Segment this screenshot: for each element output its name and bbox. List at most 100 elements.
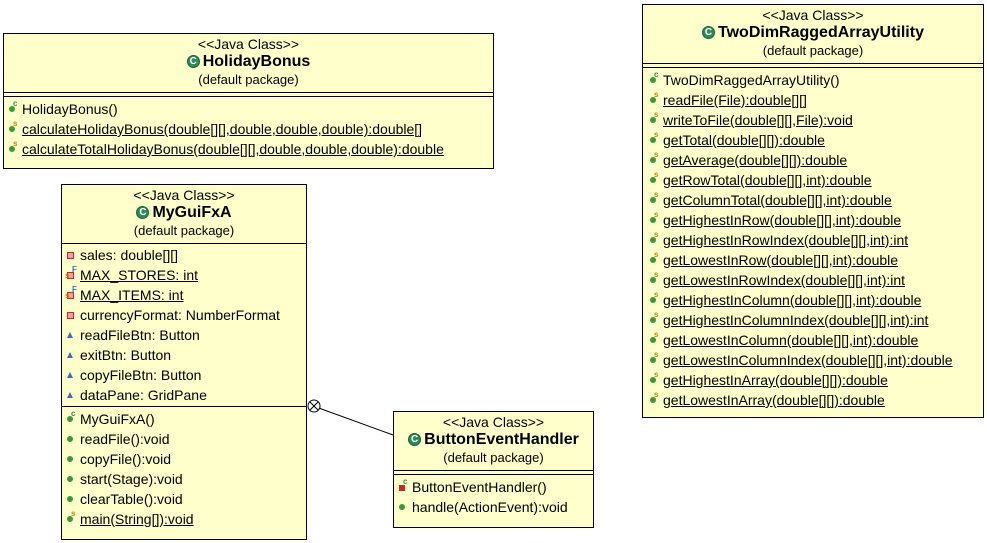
class-icon: C (186, 55, 200, 69)
package-label: (default package) (762, 43, 864, 58)
package-label: (default package) (443, 450, 544, 465)
public-static-method-icon: s (648, 391, 663, 407)
class-name: ButtonEventHandler (424, 431, 579, 448)
field-row: readFileBtn: Button (65, 325, 306, 345)
public-static-method-icon: s (648, 291, 663, 307)
method-row: readFile():void (65, 429, 306, 449)
public-static-method-icon: s (648, 191, 663, 207)
method-row: copyFile():void (65, 449, 306, 469)
stereotype-label: <<Java Class>> (442, 414, 545, 430)
public-constructor-icon: c (65, 410, 80, 426)
class-icon: C (702, 26, 716, 40)
field-row: dataPane: GridPane (65, 385, 306, 405)
connector-line (315, 406, 394, 436)
public-static-method-icon: s (648, 131, 663, 147)
public-method-icon (65, 452, 80, 466)
field-row: sales: double[][] (65, 245, 306, 265)
package-field-icon (65, 388, 80, 402)
public-constructor-icon: c (7, 100, 22, 116)
public-static-method-icon: s (7, 120, 22, 136)
public-static-method-icon: s (648, 251, 663, 267)
method-row: clearTable():void (65, 489, 306, 509)
field-row: copyFileBtn: Button (65, 365, 306, 385)
private-field-icon (65, 308, 80, 322)
class-name: MyGuiFxA (152, 204, 232, 221)
package-field-icon (65, 348, 80, 362)
private-field-icon (65, 248, 80, 262)
public-static-method-icon: s (648, 211, 663, 227)
public-static-method-icon: s (7, 140, 22, 156)
attributes-compartment (4, 92, 493, 97)
public-static-method-icon: s (648, 231, 663, 247)
private-constructor-icon: c (397, 478, 412, 494)
package-label: (default package) (198, 72, 299, 87)
attributes-compartment (643, 63, 983, 68)
public-method-icon (397, 500, 412, 514)
public-static-method-icon: s (648, 151, 663, 167)
class-name: TwoDimRaggedArrayUtility (718, 24, 924, 41)
method-row: handle(ActionEvent):void (397, 497, 593, 517)
stereotype-label: <<Java Class>> (133, 187, 235, 203)
field-row: exitBtn: Button (65, 345, 306, 365)
public-static-method-icon: s (648, 91, 663, 107)
attributes-compartment (394, 470, 593, 475)
class-icon: C (408, 433, 422, 447)
class-name: HolidayBonus (202, 53, 311, 70)
public-static-method-icon: s (648, 271, 663, 287)
public-static-method-icon: s (648, 311, 663, 327)
public-method-icon (65, 472, 80, 486)
public-static-method-icon: s (648, 171, 663, 187)
public-static-method-icon: s (648, 351, 663, 367)
package-field-icon (65, 328, 80, 342)
package-label: (default package) (133, 223, 235, 238)
public-method-icon (65, 492, 80, 506)
public-method-icon (65, 432, 80, 446)
public-static-method-icon: s (648, 111, 663, 127)
public-static-method-icon: s (648, 371, 663, 387)
public-constructor-icon: c (648, 71, 663, 87)
stereotype-label: <<Java Class>> (197, 36, 300, 52)
class-icon: C (136, 206, 150, 220)
method-row: start(Stage):void (65, 469, 306, 489)
package-field-icon (65, 368, 80, 382)
public-static-method-icon: s (648, 331, 663, 347)
public-static-method-icon: s (65, 510, 80, 526)
